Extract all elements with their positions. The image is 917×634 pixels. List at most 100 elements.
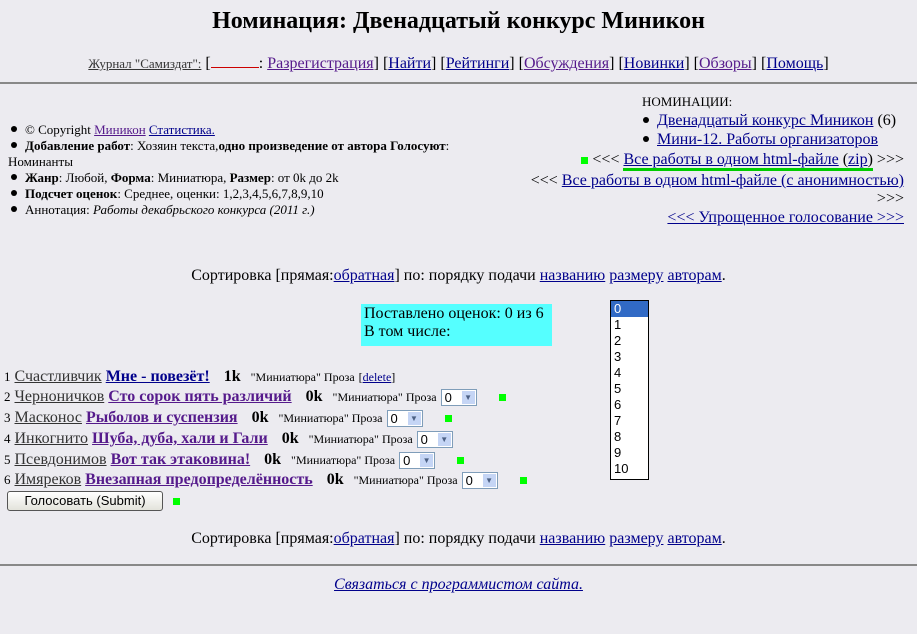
dropdown-option[interactable]: 2: [614, 333, 622, 348]
zip-link[interactable]: zip: [848, 151, 868, 168]
sort-authors[interactable]: авторам: [667, 267, 722, 284]
work-genre: "Миниатюра" Проза: [278, 411, 383, 425]
work-number: 4: [4, 431, 11, 446]
work-author[interactable]: Инкогнито: [14, 430, 89, 447]
delete-link[interactable]: delete: [362, 370, 392, 384]
work-author[interactable]: Имяреков: [14, 471, 82, 488]
work-genre: "Миниатюра" Проза: [353, 473, 458, 487]
author-link[interactable]: Миникон: [94, 122, 146, 137]
sort-reverse[interactable]: обратная: [333, 530, 395, 547]
work-size: 0k: [264, 451, 282, 468]
nav-unregister[interactable]: Разрегистрация: [267, 55, 374, 72]
nav-find[interactable]: Найти: [388, 55, 432, 72]
work-number: 5: [4, 452, 11, 467]
dropdown-option[interactable]: 4: [614, 365, 622, 380]
chevron-down-icon: ▼: [420, 453, 434, 467]
divider: [0, 564, 917, 566]
sort-authors[interactable]: авторам: [667, 530, 722, 547]
work-size: 1k: [223, 368, 241, 385]
dropdown-option[interactable]: 10: [614, 461, 629, 476]
sort-name[interactable]: названию: [539, 530, 606, 547]
work-title[interactable]: Рыболов и суспензия: [85, 409, 238, 426]
work-author[interactable]: Черноничков: [14, 388, 105, 405]
bullet-icon: [643, 117, 649, 123]
dropdown-option[interactable]: 1: [614, 317, 622, 332]
work-author[interactable]: Масконос: [14, 409, 82, 426]
work-title[interactable]: Вот так этаковина!: [110, 451, 251, 468]
work-title[interactable]: Сто сорок пять различий: [108, 388, 292, 405]
dropdown-option[interactable]: 0: [611, 301, 648, 317]
work-size: 0k: [305, 388, 323, 405]
dropdown-option[interactable]: 6: [614, 397, 622, 412]
work-title[interactable]: Внезапная предопределённость: [85, 471, 313, 488]
stats-link[interactable]: Статистика.: [148, 122, 215, 137]
work-genre: "Миниатюра" Проза: [308, 432, 413, 446]
vote-select[interactable]: 0▼: [461, 471, 498, 489]
work-row: 4 Инкогнито Шуба, дуба, хали и Гали 0k "М…: [4, 429, 453, 449]
work-title[interactable]: Мне - повезёт!: [105, 368, 210, 385]
nav-ratings[interactable]: Рейтинги: [445, 55, 510, 72]
sort-size[interactable]: размеру: [609, 530, 664, 547]
work-number: 1: [4, 369, 11, 384]
chevron-down-icon: ▼: [461, 390, 475, 404]
work-title[interactable]: Шуба, дуба, хали и Гали: [92, 430, 268, 447]
work-author[interactable]: Псевдонимов: [14, 451, 107, 468]
dropdown-option[interactable]: 3: [614, 349, 622, 364]
work-genre: "Миниатюра" Проза: [250, 370, 355, 384]
bullet-icon: [11, 142, 17, 148]
highlight-underline: Все работы в одном html-файле (zip): [623, 151, 873, 171]
sort-size[interactable]: размеру: [609, 267, 664, 284]
work-row: 1 Счастливчик Мне - повезёт! 1k "Миниатюр…: [4, 368, 396, 385]
dropdown-option[interactable]: 8: [614, 429, 622, 444]
work-number: 3: [4, 410, 11, 425]
chevron-down-icon: ▼: [482, 473, 496, 487]
work-author[interactable]: Счастливчик: [14, 368, 102, 385]
simple-vote-link[interactable]: <<< Упрощенное голосование >>>: [667, 209, 904, 226]
chevron-down-icon: ▼: [407, 411, 421, 425]
marker-icon: [519, 476, 527, 484]
sort-bar: Сортировка [прямая:обратная] по: порядку…: [191, 267, 726, 284]
sort-reverse[interactable]: обратная: [333, 267, 395, 284]
marker-icon: [444, 414, 452, 422]
nomination-link[interactable]: Мини-12. Работы организаторов: [657, 131, 879, 148]
sort-bar-bottom: Сортировка [прямая:обратная] по: порядку…: [191, 530, 726, 547]
vote-select[interactable]: 0▼: [440, 388, 477, 406]
work-row: 2 Черноничков Сто сорок пять различий 0k…: [4, 387, 506, 407]
nav-reviews[interactable]: Обзоры: [699, 55, 752, 72]
vote-select[interactable]: 0▼: [416, 430, 453, 448]
work-row: 3 Масконос Рыболов и суспензия 0k "Миниат…: [4, 408, 452, 428]
dropdown-option[interactable]: 5: [614, 381, 622, 396]
all-works-line: <<< Все работы в одном html-файле (zip) …: [581, 151, 904, 171]
submit-button[interactable]: Голосовать (Submit): [7, 491, 163, 511]
work-number: 6: [4, 472, 11, 487]
nomination-link[interactable]: Двенадцатый конкурс Миникон: [657, 112, 874, 129]
sort-name[interactable]: названию: [539, 267, 606, 284]
vote-select[interactable]: 0▼: [386, 409, 423, 427]
journal-link[interactable]: Журнал "Самиздат":: [88, 56, 202, 71]
dropdown-option[interactable]: 9: [614, 445, 622, 460]
chevron-down-icon: ▼: [437, 432, 451, 446]
contact-link[interactable]: Связаться с программистом сайта.: [334, 576, 583, 593]
nav-discussions[interactable]: Обсуждения: [523, 55, 610, 72]
work-size: 0k: [251, 409, 269, 426]
anon-works-link[interactable]: Все работы в одном html-файле (с анонимн…: [561, 172, 904, 189]
bullet-icon: [643, 136, 649, 142]
marker-icon: [457, 456, 465, 464]
work-size: 0k: [281, 430, 299, 447]
vote-select[interactable]: 0▼: [399, 451, 436, 469]
dropdown-option[interactable]: 7: [614, 413, 622, 428]
work-genre: "Миниатюра" Проза: [332, 390, 437, 404]
marker-icon: [581, 157, 589, 164]
work-row: 6 Имяреков Внезапная предопределённость …: [4, 470, 527, 490]
marker-icon: [498, 393, 506, 401]
login-field[interactable]: [210, 55, 259, 68]
nav-help[interactable]: Помощь: [766, 55, 824, 72]
all-works-link[interactable]: Все работы в одном html-файле: [623, 151, 839, 168]
bullet-icon: [11, 190, 17, 196]
nav-new[interactable]: Новинки: [623, 55, 685, 72]
work-genre: "Миниатюра" Проза: [291, 453, 396, 467]
top-nav: Журнал "Самиздат": [: Разрегистрация] [Н…: [88, 55, 829, 72]
work-size: 0k: [326, 471, 344, 488]
